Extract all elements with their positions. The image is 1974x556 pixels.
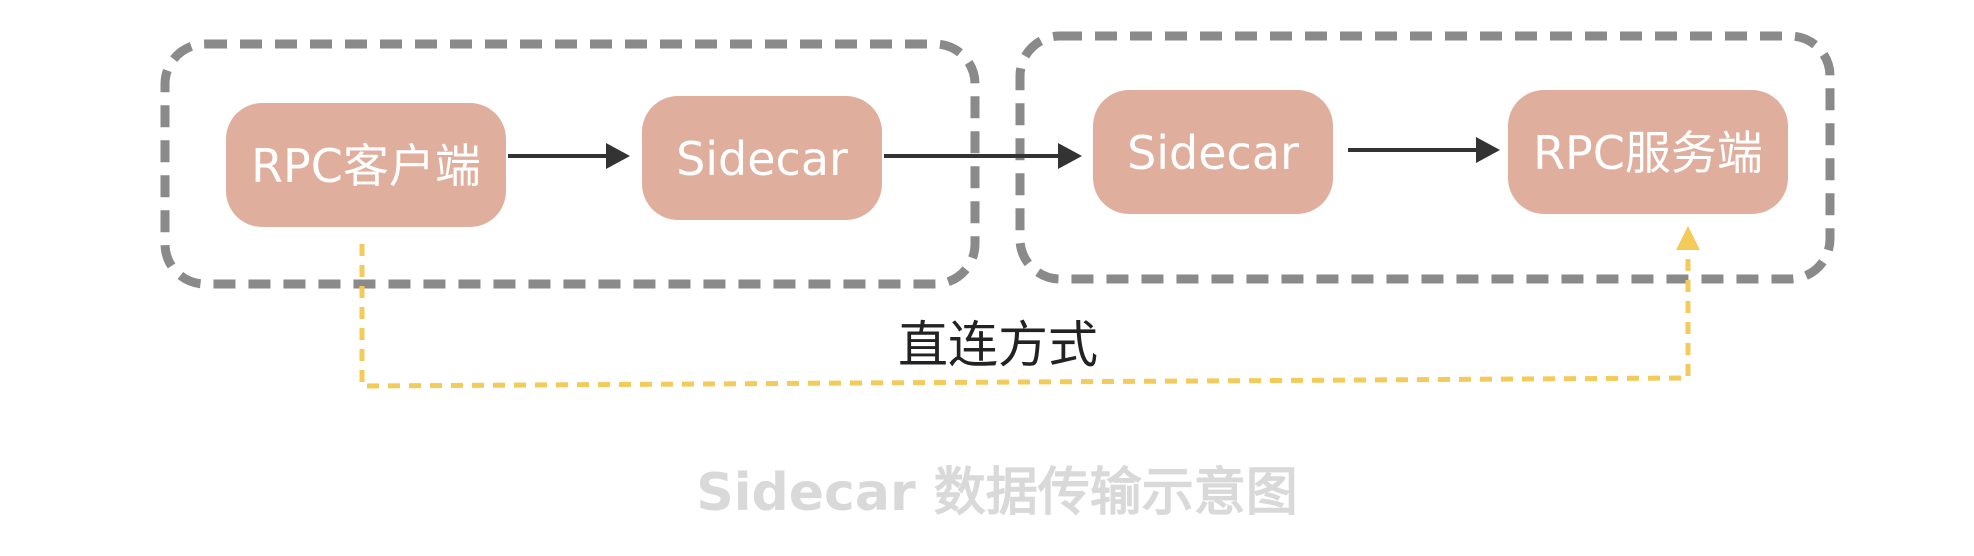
direct-connection-label: 直连方式 — [898, 316, 1098, 374]
sidecar-client-label: Sidecar — [676, 132, 848, 186]
client-side-group — [160, 39, 980, 289]
arrow-sidecar-to-server — [1348, 137, 1500, 163]
rpc-client-label: RPC客户端 — [251, 139, 481, 193]
rpc-server-node: RPC服务端 — [1508, 90, 1788, 214]
diagram-caption: Sidecar 数据传输示意图 — [696, 463, 1297, 523]
arrow-sidecar-to-sidecar — [884, 143, 1082, 169]
sidecar-server-label: Sidecar — [1127, 126, 1299, 180]
sidecar-server-node: Sidecar — [1093, 90, 1333, 214]
rpc-client-node: RPC客户端 — [226, 103, 506, 227]
direct-connection-link — [359, 226, 1700, 389]
sidecar-client-node: Sidecar — [642, 96, 882, 220]
arrow-client-to-sidecar — [508, 143, 630, 169]
rpc-server-label: RPC服务端 — [1533, 126, 1763, 180]
